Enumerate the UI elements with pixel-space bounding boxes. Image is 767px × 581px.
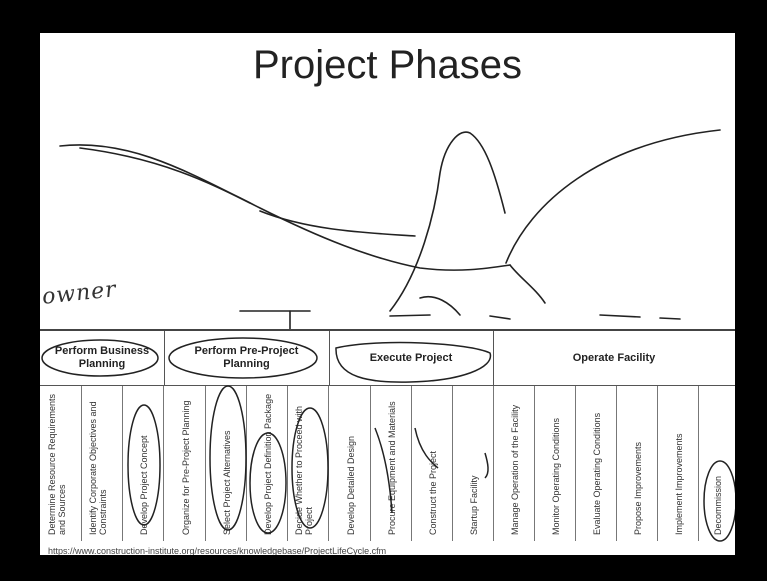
phase-perform-business-planning: Perform Business Planning <box>40 331 165 385</box>
phase-perform-pre-project-planning: Perform Pre-Project Planning <box>164 331 330 385</box>
step-cell: Manage Operation of the Facility <box>493 386 535 541</box>
handwritten-circles <box>41 337 735 542</box>
step-cell: Procure Equipment and Materials <box>370 386 412 541</box>
step-cell: Propose Improvements <box>616 386 658 541</box>
phase-divider <box>40 385 735 386</box>
step-cell: Develop Project Concept <box>122 386 164 541</box>
step-cell: Organize for Pre-Project Planning <box>164 386 206 541</box>
handwritten-curves <box>59 129 721 329</box>
step-cell: Identify Corporate Objectives and Constr… <box>81 386 123 541</box>
step-cell: Construct the Project <box>411 386 453 541</box>
step-cell: Monitor Operating Conditions <box>534 386 576 541</box>
step-cell: Develop Project Definition Package <box>246 386 288 541</box>
project-phases-table: Perform Business Planning Perform Pre-Pr… <box>40 329 735 547</box>
slide: Project Phases owner Perform Business Pl… <box>40 33 735 555</box>
step-cell: Implement Improvements <box>657 386 699 541</box>
phase-execute-project: Execute Project <box>329 331 494 385</box>
step-cell: Startup Facility <box>452 386 494 541</box>
phase-operate-facility: Operate Facility <box>572 351 656 364</box>
step-cell: Determine Resource Requirements and Sour… <box>40 386 82 541</box>
step-cell: Develop Detailed Design <box>329 386 371 541</box>
source-url: https://www.construction-institute.org/r… <box>48 546 387 555</box>
step-cell: Evaluate Operating Conditions <box>575 386 617 541</box>
slide-title: Project Phases <box>252 43 523 87</box>
